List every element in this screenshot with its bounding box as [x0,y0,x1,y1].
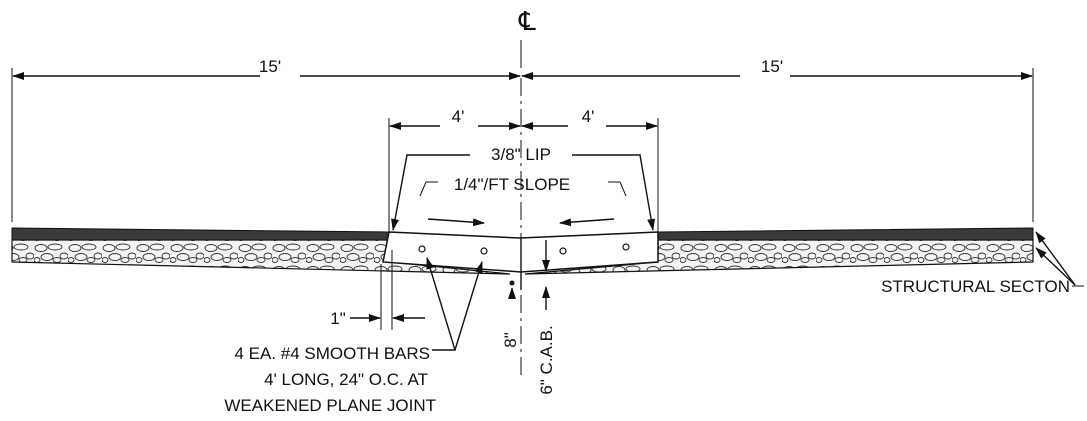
left-width-label: 15' [259,57,281,76]
asphalt-left [11,227,390,241]
centerline-symbol: ℄ [518,6,536,36]
lip-label: 3/8" LIP [491,145,551,164]
right-width-label: 15' [761,57,783,76]
structural-label: STRUCTURAL SECTON [881,277,1070,296]
centerline: ℄ [518,6,536,380]
lip-offset-dimension: 1" [330,250,425,330]
gutter-left-label: 4' [452,107,465,126]
overall-width-dimension: 15' 15' [11,57,1034,222]
dowel-bar [418,245,426,253]
dowel-bar [559,247,567,255]
slope-callout: 1/4"/FT SLOPE [419,175,627,227]
gutter-right-label: 4' [582,107,595,126]
base-depth-label: 6" C.A.B. [537,325,556,394]
gutter-depth-label: 8" [501,332,520,348]
smooth-bars-callout: 4 EA. #4 SMOOTH BARS 4' LONG, 24" O.C. A… [224,257,483,415]
lip-callout: 3/8" LIP [391,145,656,231]
lip-offset-label: 1" [330,309,346,328]
bars-line2: 4' LONG, 24" O.C. AT [264,370,428,389]
bars-line3: WEAKENED PLANE JOINT [224,396,436,415]
slope-label: 1/4"/FT SLOPE [454,175,570,194]
pavement-section [11,227,1034,290]
dowel-bar [622,243,630,251]
dowel-bar [480,247,488,255]
asphalt-right [657,227,1034,241]
gutter-depth-dimension: 8" [501,287,520,348]
gutter-width-dimension: 4' 4' [388,107,659,232]
structural-section-callout: STRUCTURAL SECTON [881,231,1084,296]
base-depth-dimension: 6" C.A.B. [537,240,556,395]
bars-line1: 4 EA. #4 SMOOTH BARS [234,344,430,363]
